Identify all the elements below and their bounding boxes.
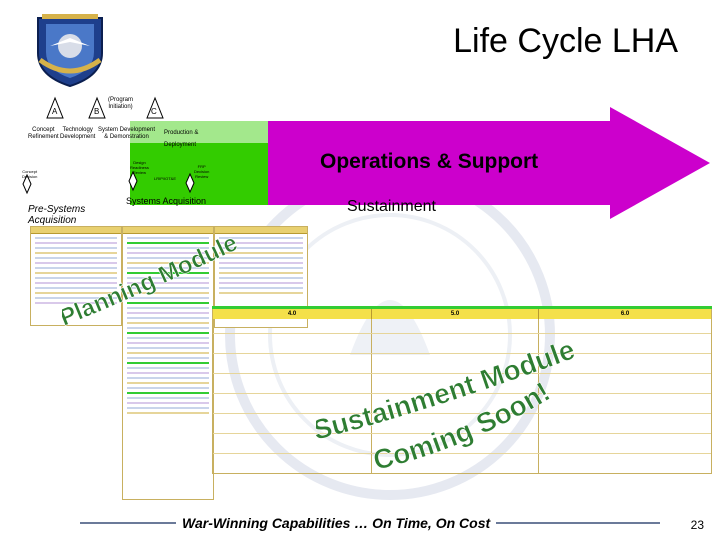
milestone-b-label: B: [94, 107, 100, 116]
column-6-header: 6.0: [539, 309, 711, 319]
operations-support-label: Operations & Support: [320, 150, 539, 173]
lifecycle-diagram: [22, 96, 710, 219]
concept-decision-label: Concept Decision: [22, 169, 38, 179]
sustainment-label: Sustainment: [347, 198, 436, 215]
phase-production-deployment: Production & Deployment: [164, 130, 199, 148]
pre-systems-acquisition-label: Pre-Systems Acquisition: [28, 204, 86, 226]
column-5-header: 5.0: [372, 309, 539, 319]
air-force-materiel-command-logo: [37, 14, 103, 88]
page-title: Life Cycle LHA: [453, 22, 678, 60]
milestone-b-triangle: [88, 96, 106, 119]
program-initiation-label: (Program Initiation): [108, 97, 134, 110]
phase-technology-development: Technology Development: [60, 127, 96, 140]
design-readiness-review-label: Design Readiness Review: [130, 160, 149, 175]
page-number: 23: [690, 518, 704, 532]
lrip-iote-label: LRIP/IOT&E: [154, 176, 177, 181]
milestone-a-label: A: [52, 107, 58, 116]
svg-text:Planning Module: Planning Module: [62, 229, 242, 331]
table-2-0: [122, 226, 214, 500]
systems-acquisition-label: Systems Acquisition: [126, 196, 207, 206]
footer-tagline: War-Winning Capabilities … On Time, On C…: [176, 515, 497, 531]
column-4-header: 4.0: [213, 309, 372, 319]
planning-module-wordart: Planning Module: [62, 229, 242, 332]
frp-decision-review-label: FRP Decision Review: [194, 164, 210, 179]
coming-soon-wordart: Sustainment Module Coming Soon!: [316, 333, 579, 476]
concept-decision-diamond: [22, 173, 32, 195]
design-review-diamond: [128, 170, 138, 192]
milestone-c-triangle: [146, 96, 164, 119]
sustainment-columns: 4.0 5.0 6.0: [212, 308, 712, 474]
frp-decision-diamond: [185, 172, 195, 194]
table-1-0: [30, 226, 122, 326]
phase-system-development: System Development & Demonstration: [98, 127, 156, 140]
phase-concept-refinement: Concept Refinement: [28, 127, 59, 140]
green-divider: [212, 306, 712, 309]
milestone-c-label: C: [151, 107, 157, 116]
milestone-a-triangle: [46, 96, 64, 119]
